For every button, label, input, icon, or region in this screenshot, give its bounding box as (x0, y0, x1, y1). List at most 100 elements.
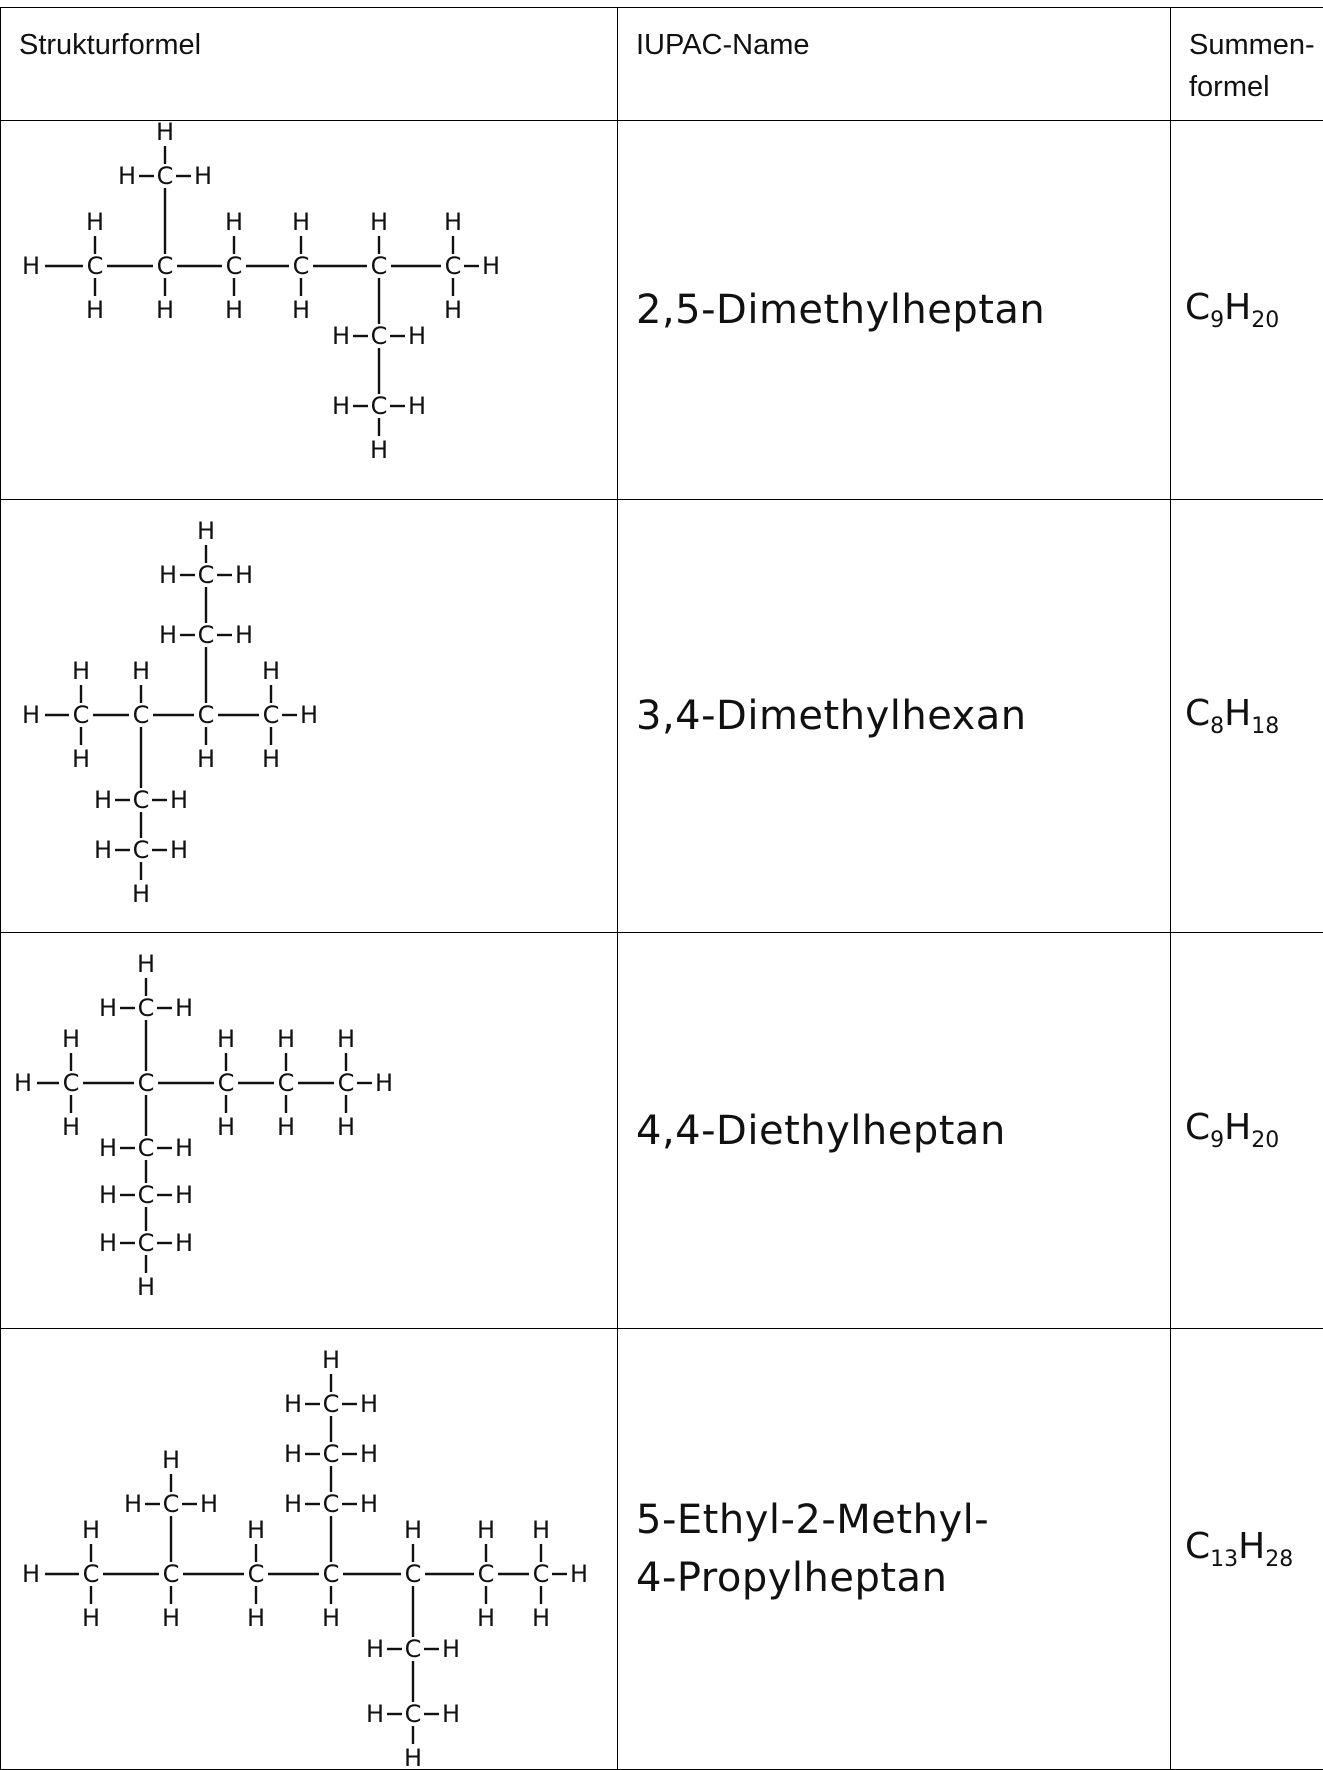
hydrogen-atom: H (532, 1516, 550, 1544)
iupac-name: 3,4-Dimethylhexan (636, 687, 1170, 745)
carbon-atom: C (138, 1069, 155, 1097)
hydrogen-atom: H (175, 994, 193, 1022)
hydrogen-atom: H (99, 1181, 117, 1209)
hydrogen-atom: H (159, 621, 177, 649)
hydrogen-atom: H (82, 1516, 100, 1544)
hydrogen-atom: H (99, 1229, 117, 1257)
iupac-name-cell: 5-Ethyl-2-Methyl- 4-Propylheptan (618, 1329, 1171, 1770)
hydrogen-atom: H (482, 252, 500, 280)
carbon-atom: C (73, 701, 90, 729)
hydrogen-atom: H (322, 1604, 340, 1632)
hydrogen-atom: H (247, 1516, 265, 1544)
hydrogen-atom: H (360, 1490, 378, 1518)
hydrogen-atom: H (408, 392, 426, 420)
hydrogen-atom: H (235, 561, 253, 589)
carbon-atom: C (198, 621, 215, 649)
hydrogen-atom: H (442, 1700, 460, 1728)
hydrogen-atom: H (322, 1346, 340, 1374)
hydrogen-atom: H (284, 1390, 302, 1418)
iupac-name-cell: 4,4-Diethylheptan (618, 933, 1171, 1329)
hydrogen-atom: H (570, 1560, 588, 1588)
hydrogen-atom: H (137, 1273, 155, 1301)
carbon-atom: C (87, 252, 104, 280)
sum-formula-cell: C9H20 (1171, 933, 1323, 1329)
carbon-atom: C (226, 252, 243, 280)
hydrogen-atom: H (99, 994, 117, 1022)
iupac-name: 4,4-Diethylheptan (636, 1102, 1170, 1160)
hydrogen-atom: H (366, 1635, 384, 1663)
hydrogen-atom: H (225, 208, 243, 236)
hydrogen-atom: H (99, 1134, 117, 1162)
carbon-atom: C (63, 1069, 80, 1097)
iupac-name-cell: 3,4-Dimethylhexan (618, 500, 1171, 933)
hydrogen-atom: H (175, 1181, 193, 1209)
hydrogen-atom: H (366, 1700, 384, 1728)
carbon-atom: C (371, 252, 388, 280)
hydrogen-atom: H (82, 1604, 100, 1632)
carbon-atom: C (138, 1229, 155, 1257)
hydrogen-atom: H (277, 1025, 295, 1053)
carbon-atom: C (198, 701, 215, 729)
hydrogen-atom: H (156, 296, 174, 324)
hydrogen-atom: H (292, 208, 310, 236)
hydrogen-atom: H (72, 657, 90, 685)
hydrogen-atom: H (72, 745, 90, 773)
carbon-atom: C (133, 786, 150, 814)
carbon-atom: C (163, 1560, 180, 1588)
hydrogen-atom: H (262, 657, 280, 685)
iupac-name-cell: 2,5-Dimethylheptan (618, 121, 1171, 500)
sum-formula: C9H20 (1185, 1107, 1323, 1153)
hydrogen-atom: H (444, 208, 462, 236)
hydrogen-atom: H (360, 1440, 378, 1468)
hydrogen-atom: H (262, 745, 280, 773)
hydrogen-atom: H (404, 1516, 422, 1544)
iupac-name-line-1: 5-Ethyl-2-Methyl- (636, 1491, 1170, 1549)
hydrogen-atom: H (86, 296, 104, 324)
hydrogen-atom: H (337, 1113, 355, 1141)
carbon-atom: C (138, 994, 155, 1022)
hydrogen-atom: H (444, 296, 462, 324)
hydrogen-atom: H (300, 701, 318, 729)
hydrogen-atom: H (124, 1490, 142, 1518)
hydrogen-atom: H (532, 1604, 550, 1632)
carbon-atom: C (405, 1635, 422, 1663)
hydrogen-atom: H (62, 1113, 80, 1141)
hydrogen-atom: H (277, 1113, 295, 1141)
hydrogen-atom: H (86, 208, 104, 236)
hydrogen-atom: H (197, 745, 215, 773)
hydrogen-atom: H (62, 1025, 80, 1053)
hydrogen-atom: H (162, 1446, 180, 1474)
hydrogen-atom: H (332, 392, 350, 420)
hydrogen-atom: H (442, 1635, 460, 1663)
hydrogen-atom: H (94, 836, 112, 864)
header-iupac-name: IUPAC-Name (618, 8, 1171, 121)
hydrogen-atom: H (132, 880, 150, 908)
header-structure: Strukturformel (1, 8, 618, 121)
hydrogen-atom: H (197, 517, 215, 545)
hydrogen-atom: H (22, 1560, 40, 1588)
sum-formula: C13H28 (1185, 1526, 1323, 1572)
hydrogen-atom: H (22, 701, 40, 729)
hydrogen-atom: H (175, 1229, 193, 1257)
carbon-atom: C (293, 252, 310, 280)
carbon-atom: C (133, 701, 150, 729)
carbon-atom: C (83, 1560, 100, 1588)
carbon-atom: C (371, 322, 388, 350)
hydrogen-atom: H (477, 1516, 495, 1544)
iupac-name-line-2: 4-Propylheptan (636, 1549, 1170, 1607)
carbon-atom: C (371, 392, 388, 420)
carbon-atom: C (323, 1440, 340, 1468)
molecule-table: Strukturformel IUPAC-Name Summen-formel … (0, 7, 1323, 1770)
carbon-atom: C (323, 1560, 340, 1588)
hydrogen-atom: H (247, 1604, 265, 1632)
table-header-row: Strukturformel IUPAC-Name Summen-formel (1, 8, 1323, 121)
hydrogen-atom: H (118, 162, 136, 190)
hydrogen-atom: H (175, 1134, 193, 1162)
